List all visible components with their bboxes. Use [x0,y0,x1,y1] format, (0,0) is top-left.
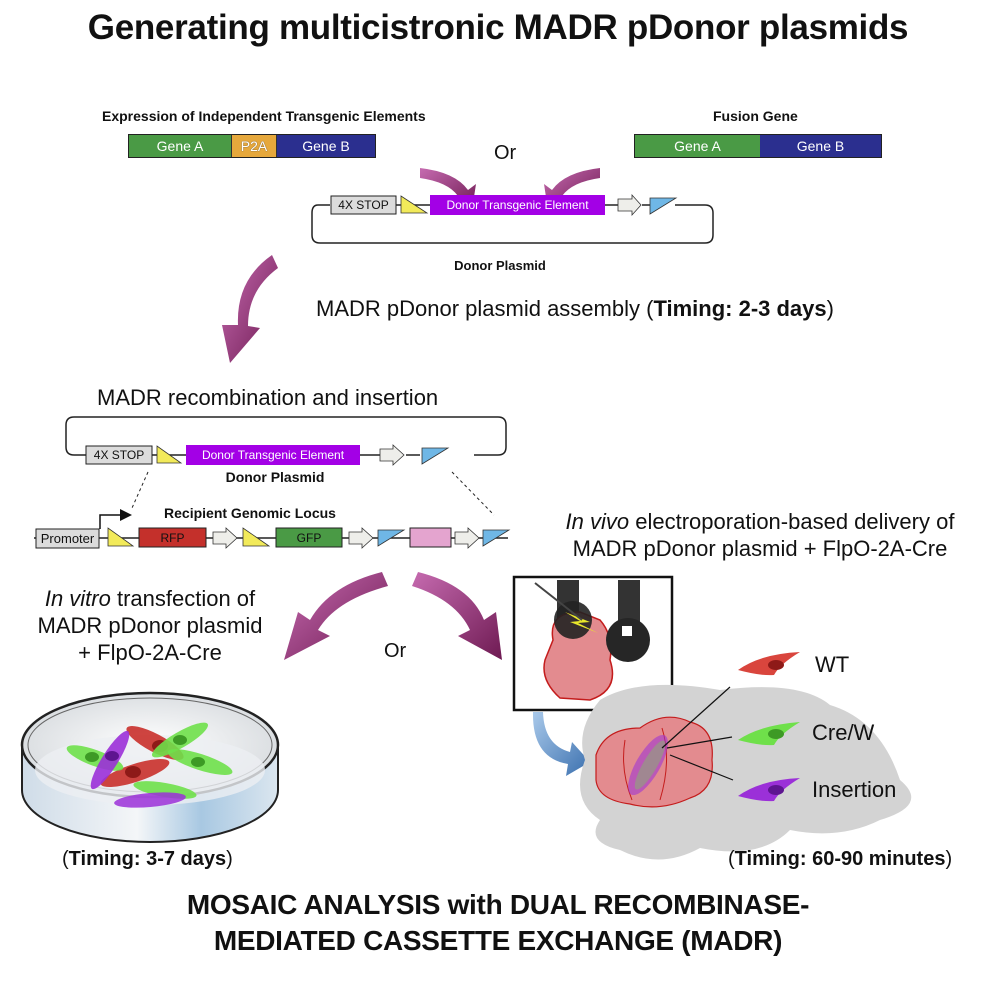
p2a-construct-bar: Gene A P2A Gene B [128,134,376,158]
paren-close: ) [226,848,233,870]
legend-label-cre: Cre/W [812,720,875,745]
or-label-middle: Or [384,640,407,662]
polya-arrow-icon [212,527,238,549]
polya-arrow-icon [379,444,405,466]
assembly-timing: Timing: 2-3 days [653,296,827,321]
page-title: Generating multicistronic MADR pDonor pl… [87,8,909,47]
rfp-box [138,527,207,548]
in-vitro-line-2: MADR pDonor plasmid [37,613,263,638]
assembly-arrow-icon [222,255,278,363]
loxp-site-icon [156,445,183,464]
pink-cassette-box [409,527,452,548]
polya-arrow-icon [348,527,374,549]
in-vitro-timing-value: Timing: 3-7 days [68,848,227,870]
assembly-close-paren: ) [826,296,834,321]
legend-label-wt: WT [815,652,850,677]
promoter-box [35,528,100,549]
loxp-site-icon [107,527,135,547]
assembly-step-label: MADR pDonor plasmid assembly ( [316,296,654,321]
p2a-segment: P2A [231,135,277,157]
fusion-construct-bar: Gene A Gene B [634,134,882,158]
gene-b-segment: Gene B [760,135,881,157]
gfp-label: GFP [296,530,322,545]
frt-site-icon [421,447,450,465]
legend-label-insertion: Insertion [812,777,897,802]
in-vivo-timing-value: Timing: 60-90 minutes [734,848,946,870]
recipient-locus-diagram [34,509,511,549]
cell-green [167,749,233,775]
in-vitro-line-1-rest: transfection of [110,586,256,611]
loxp-site-icon [242,527,271,547]
frt-site-icon [377,529,406,547]
recombination-heading: MADR recombination and insertion [97,385,439,410]
rfp-label: RFP [160,530,185,545]
in-vitro-line-1: In vitro transfection of [10,585,290,612]
cell-green [152,722,208,758]
donor-plasmid-caption: Donor Plasmid [225,469,325,485]
legend-cell-cre-icon [738,722,800,746]
footer-line-1: MOSAIC ANALYSIS with DUAL RECOMBINASE- [186,889,810,920]
paren-close: ) [945,848,953,870]
blue-delivery-arrow-icon [532,712,590,776]
polya-arrow-icon [617,193,642,217]
promoter-arrow-icon [99,514,124,529]
cell-purple [114,792,186,808]
in-vitro-description: In vitro transfection of MADR pDonor pla… [10,585,290,666]
polya-arrow-icon [454,527,480,549]
donor-element-label: Donor Transgenic Element [201,448,345,462]
in-vivo-description: In vivo electroporation-based delivery o… [540,508,980,562]
in-vitro-line-3: + FlpO-2A-Cre [78,640,222,665]
arrow-to-in-vivo-icon [412,572,502,660]
donor-element-label: Donor Transgenic Element [446,198,589,212]
in-vitro-italic: In vitro [44,586,111,611]
gfp-box [275,527,343,548]
frt-site-icon [482,529,511,547]
in-vitro-timing: (Timing: 3-7 days) [62,848,233,871]
in-vivo-line-2: MADR pDonor plasmid + FlpO-2A-Cre [572,536,948,561]
stop-cassette-label: 4X STOP [338,198,389,212]
gene-a-segment: Gene A [635,135,760,157]
gene-b-segment: Gene B [277,135,375,157]
in-vivo-line-1-rest: electroporation-based delivery of [629,509,955,534]
fusion-gene-heading: Fusion Gene [713,108,798,124]
cell-red [100,758,170,788]
paren-open: ( [62,848,69,870]
cell-purple [90,730,130,790]
gene-a-segment: Gene A [129,135,231,157]
loxp-site-icon [400,195,429,214]
donor-plasmid-diagram-top [311,193,714,244]
stop-cassette-box [330,195,397,215]
donor-plasmid-diagram-recombination [65,416,507,516]
footer-line-2: MEDIATED CASSETTE EXCHANGE (MADR) [213,925,783,956]
stop-cassette-label: 4X STOP [93,448,145,462]
frt-site-icon [649,197,678,215]
assembly-step-text: MADR pDonor plasmid assembly (Timing: 2-… [316,296,834,322]
petri-dish-illustration [20,691,280,843]
brain-illustration [595,716,713,808]
in-vivo-italic: In vivo [565,509,630,534]
promoter-label: Promoter [40,531,95,546]
in-vivo-timing: (Timing: 60-90 minutes) [728,848,952,871]
donor-element-box [186,445,360,465]
legend-cell-insertion-icon [738,778,800,802]
stop-cassette-box [85,445,153,465]
arrow-to-in-vitro-icon [284,572,388,660]
paren-open: ( [728,848,735,870]
donor-plasmid-caption: Donor Plasmid [454,258,546,273]
recipient-locus-caption: Recipient Genomic Locus [164,505,336,521]
legend-cell-wt-icon [738,652,800,676]
in-vivo-line-1: In vivo electroporation-based delivery o… [540,508,980,535]
independent-elements-heading: Expression of Independent Transgenic Ele… [102,108,426,124]
or-label-top: Or [494,142,517,164]
footer-title: MOSAIC ANALYSIS with DUAL RECOMBINASE- M… [0,887,996,959]
donor-element-box [430,195,605,215]
